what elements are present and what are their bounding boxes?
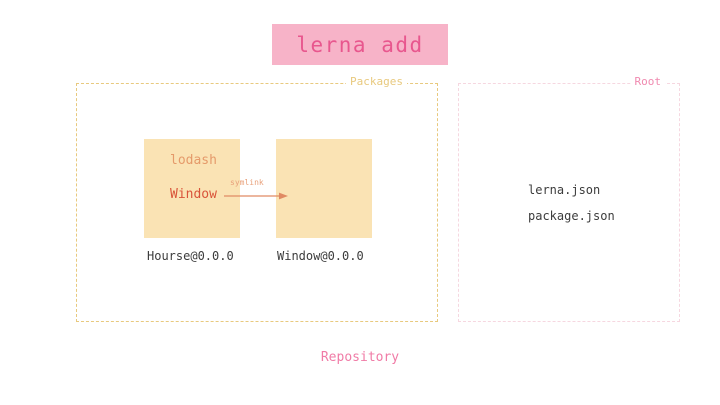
packages-panel-label: Packages [346,75,407,89]
root-panel: Root [458,75,680,322]
page-title: lerna add [296,32,424,57]
package-caption-hourse: Hourse@0.0.0 [147,249,234,263]
package-box-hourse [144,139,240,238]
root-file-package-json: package.json [528,209,615,223]
root-panel-label: Root [630,75,665,89]
title-banner: lerna add [272,24,448,65]
repository-label: Repository [320,350,400,365]
arrow-right-icon [224,192,288,200]
package-caption-window: Window@0.0.0 [277,249,364,263]
dependency-label-lodash: lodash [170,153,217,168]
package-box-window [276,139,372,238]
packages-panel: Packages [76,75,438,322]
symlink-label: symlink [230,178,264,187]
root-file-lerna-json: lerna.json [528,183,601,197]
symlink-connector: symlink [224,178,288,204]
dependency-label-window: Window [170,187,217,202]
